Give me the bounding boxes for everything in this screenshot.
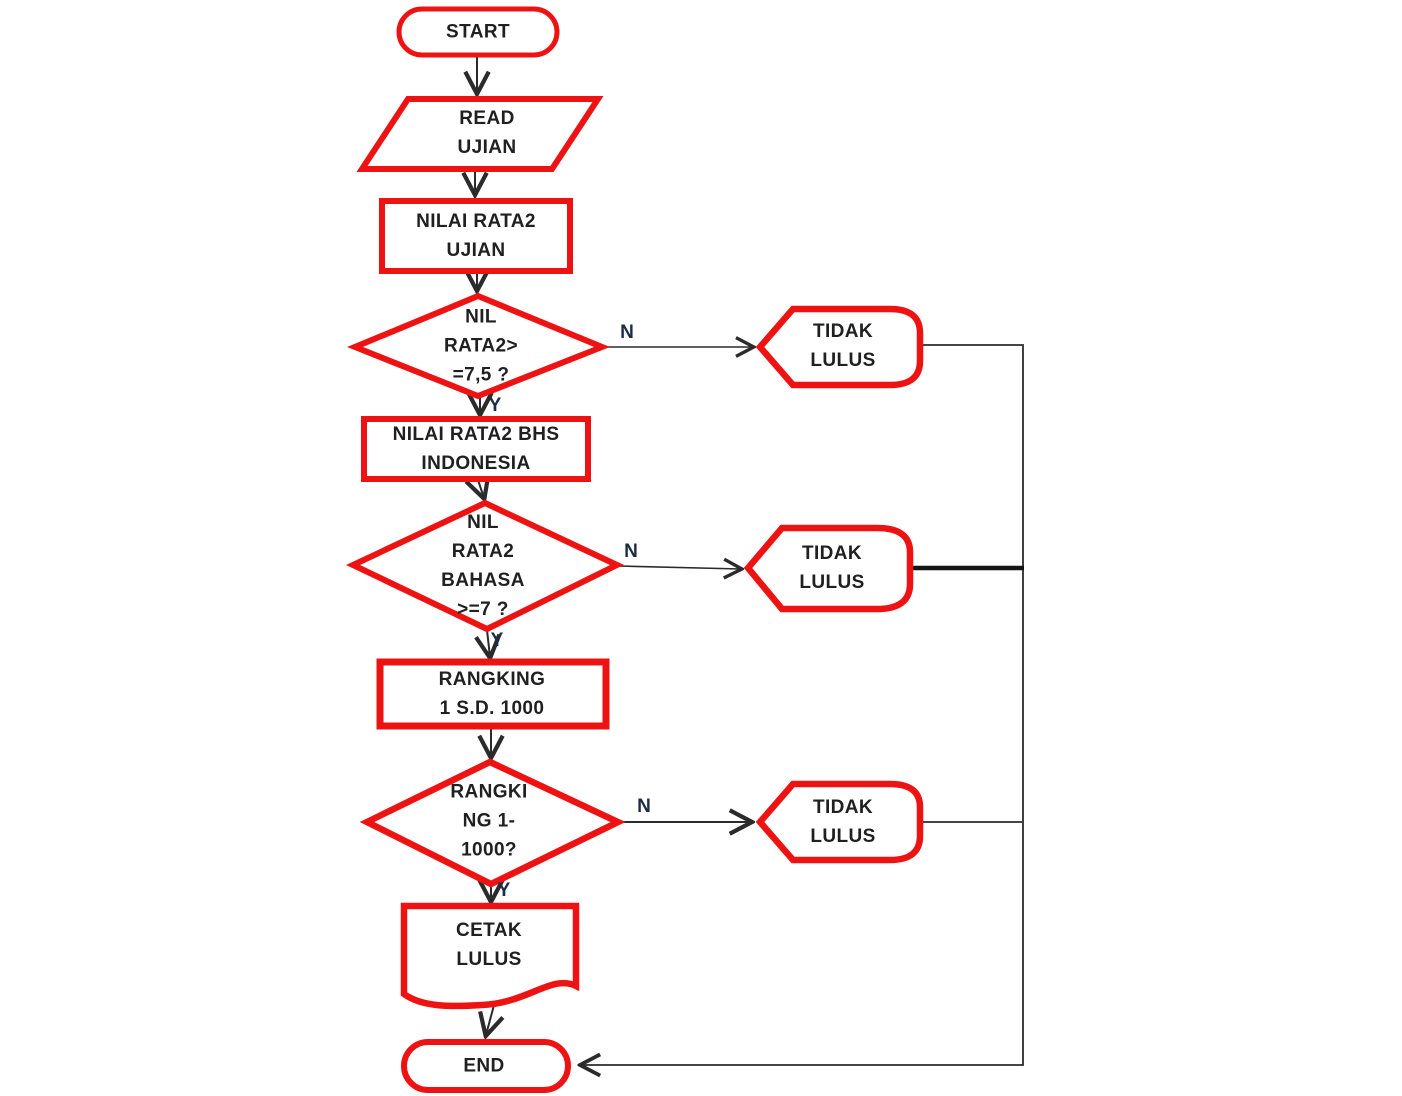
nilai-rata2-bhs-process-shape: [361, 416, 591, 482]
decision3-diamond-shape: [359, 758, 626, 888]
decision1-yes-label: Y: [488, 395, 502, 416]
rangking-process-shape: [376, 658, 610, 730]
decision2-yes-label: Y: [490, 630, 504, 651]
edge-decision2-yes: [487, 629, 490, 657]
decision2-diamond-shape: [345, 499, 624, 633]
decision1-label: NIL RATA2> =7,5 ?: [443, 306, 519, 386]
edge-decision2-no: [618, 566, 741, 569]
end-label: END: [463, 1055, 505, 1077]
end-terminator-shape: [401, 1039, 571, 1093]
edge-merge-to-end: [581, 344, 1024, 1065]
tidak-lulus-2-shape: [743, 524, 914, 613]
decision3-label: RANGKI NG 1- 1000?: [450, 781, 528, 861]
nilai-rata2-ujian-process-shape: [379, 198, 573, 274]
rangking-label: RANGKING 1 S.D. 1000: [438, 669, 546, 719]
tidak-lulus-1-label: TIDAK LULUS: [810, 321, 876, 371]
edge-cetak-to-end: [486, 1004, 494, 1035]
decision1-diamond-shape: [347, 292, 611, 400]
tidak-lulus-3-shape: [755, 780, 924, 864]
decision1-no-label: N: [620, 322, 634, 343]
read-ujian-parallelogram-shape: [356, 96, 604, 172]
decision3-yes-label: Y: [497, 880, 511, 901]
start-terminator-shape: [396, 6, 560, 58]
decision2-label: NIL RATA2 BAHASA >=7 ?: [441, 512, 525, 620]
nilai-rata2-bhs-label: NILAI RATA2 BHS INDONESIA: [392, 424, 560, 474]
decision3-no-label: N: [637, 796, 651, 817]
decision2-no-label: N: [624, 541, 638, 562]
read-ujian-label: READ UJIAN: [457, 108, 517, 158]
nilai-rata2-ujian-label: NILAI RATA2 UJIAN: [416, 211, 536, 261]
tidak-lulus-3-label: TIDAK LULUS: [810, 797, 876, 847]
tidak-lulus-1-shape: [755, 305, 924, 389]
start-label: START: [446, 21, 510, 43]
edge-nilai-bhs-to-decision2: [478, 480, 484, 498]
cetak-lulus-document-shape: [400, 902, 580, 1010]
cetak-lulus-label: CETAK LULUS: [455, 920, 523, 970]
tidak-lulus-2-label: TIDAK LULUS: [799, 543, 865, 593]
